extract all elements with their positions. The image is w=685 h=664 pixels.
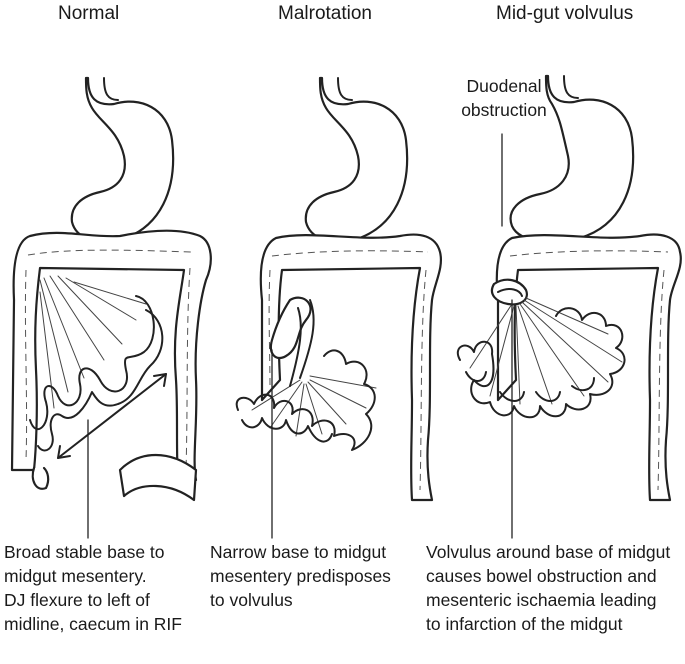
malrotation-small-bowel (235, 349, 376, 451)
malrotation-stomach (304, 76, 409, 244)
caption-normal: Broad stable base to midgut mesentery. D… (4, 540, 182, 636)
malrotation-colon (259, 233, 442, 502)
malrotation-anatomy (235, 76, 442, 539)
caption-line: Narrow base to midgut (210, 542, 387, 562)
normal-mesentery (39, 275, 147, 409)
caption-line: midgut mesentery. (4, 566, 147, 586)
volvulus-twist (490, 278, 528, 306)
normal-anatomy (10, 76, 212, 539)
malrotation-mesentery (251, 375, 377, 437)
panel-title-normal: Normal (58, 3, 120, 24)
normal-stomach (70, 76, 175, 244)
duodenal-label-line-1: Duodenal (466, 76, 542, 96)
volvulus-mesentery (469, 297, 623, 405)
caption-line: Volvulus around base of midgut (426, 542, 671, 562)
volvulus-small-bowel (456, 307, 626, 419)
caption-line: Broad stable base to (4, 542, 165, 562)
panel-title-malrotation: Malrotation (278, 3, 372, 24)
volvulus-colon (495, 233, 682, 502)
caption-line: DJ flexure to left of (4, 590, 150, 610)
caption-line: to volvulus (210, 590, 293, 610)
caption-line: to infarction of the midgut (426, 614, 623, 634)
normal-colon (10, 229, 212, 484)
normal-base-arrow (57, 373, 167, 459)
volvulus-anatomy (456, 74, 682, 539)
normal-small-bowel (29, 295, 155, 431)
caption-line: causes bowel obstruction and (426, 566, 657, 586)
panel-title-volvulus: Mid-gut volvulus (496, 3, 634, 24)
duodenal-label-line-2: obstruction (461, 100, 547, 120)
caption-line: mesenteric ischaemia leading (426, 590, 657, 610)
caption-volvulus: Volvulus around base of midgut causes bo… (426, 540, 670, 636)
duodenal-obstruction-label: Duodenal obstruction (450, 74, 558, 122)
caption-line: mesentery predisposes (210, 566, 391, 586)
caption-line: midline, caecum in RIF (4, 614, 182, 634)
caption-malrotation: Narrow base to midgut mesentery predispo… (210, 540, 391, 612)
